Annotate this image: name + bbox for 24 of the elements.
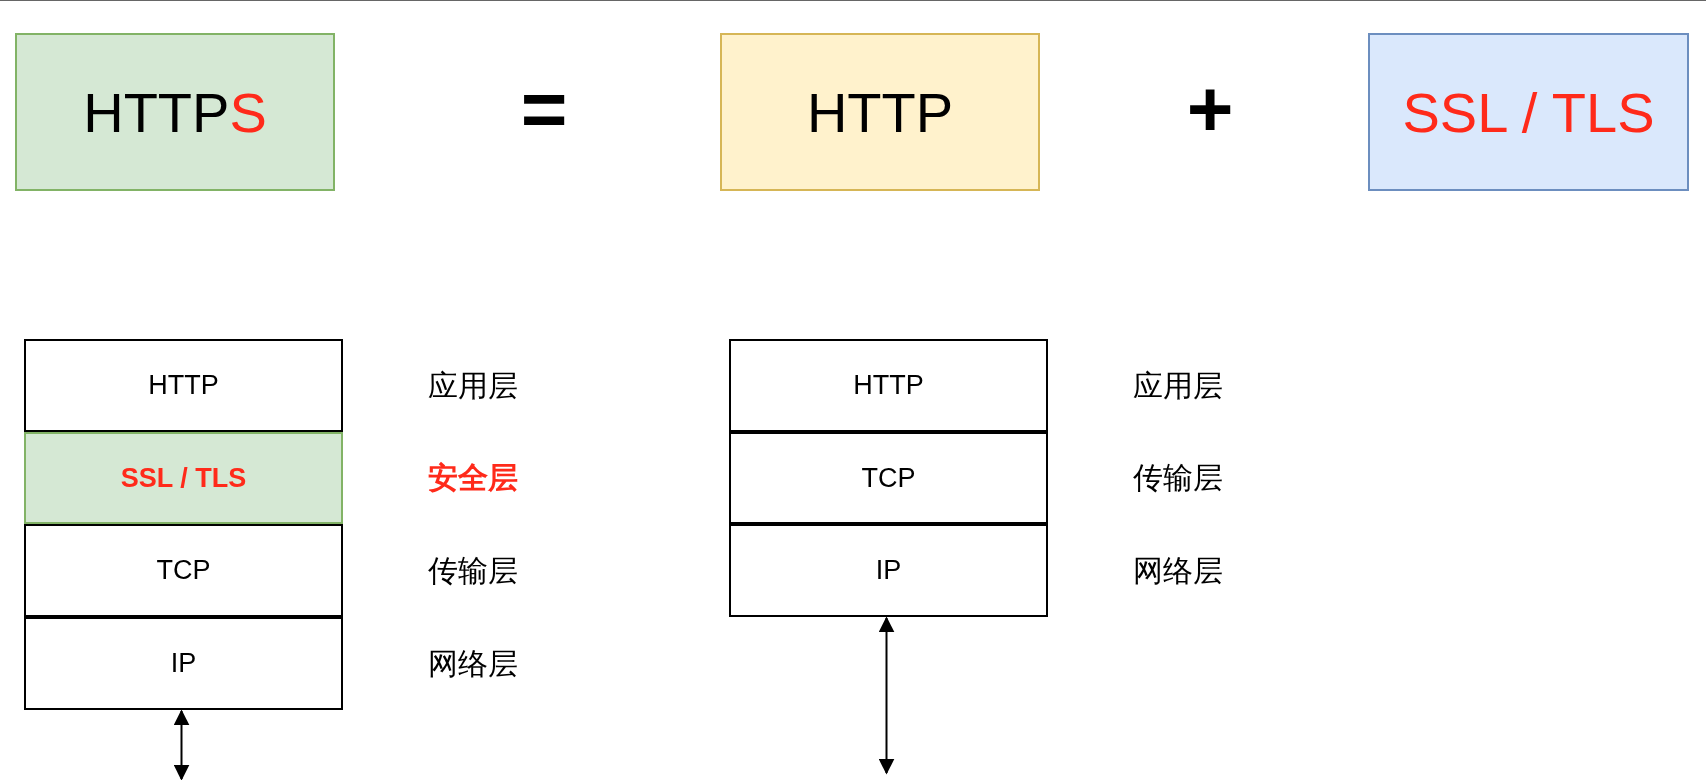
layer-name: 应用层	[1133, 366, 1223, 404]
protocol-name: HTTPS	[83, 79, 267, 145]
layer-protocol: TCP	[861, 462, 916, 494]
layer-name: 传输层	[1133, 458, 1223, 497]
protocol-name: HTTP	[806, 79, 954, 145]
layer-name: 应用层	[428, 366, 518, 404]
plus-sign: +	[1186, 69, 1234, 149]
layer-name: 安全层	[428, 458, 518, 497]
layer-protocol: SSL / TLS	[120, 462, 247, 494]
layer-protocol: HTTP	[148, 370, 219, 401]
layer-protocol: IP	[170, 648, 197, 679]
protocol-box	[15, 33, 335, 191]
protocol-box	[1368, 33, 1689, 191]
layer-protocol: TCP	[156, 555, 211, 586]
layer-name: 网络层	[428, 644, 518, 682]
equals-sign: =	[520, 69, 568, 149]
double-arrow	[878, 616, 895, 775]
layer-protocol: IP	[875, 555, 902, 586]
double-arrow	[173, 709, 190, 780]
protocol-box	[720, 33, 1040, 191]
layer-protocol: HTTP	[853, 370, 924, 401]
layer-name: 网络层	[1133, 551, 1223, 589]
layer-name: 传输层	[428, 551, 518, 589]
protocol-name: SSL / TLS	[1402, 79, 1655, 145]
